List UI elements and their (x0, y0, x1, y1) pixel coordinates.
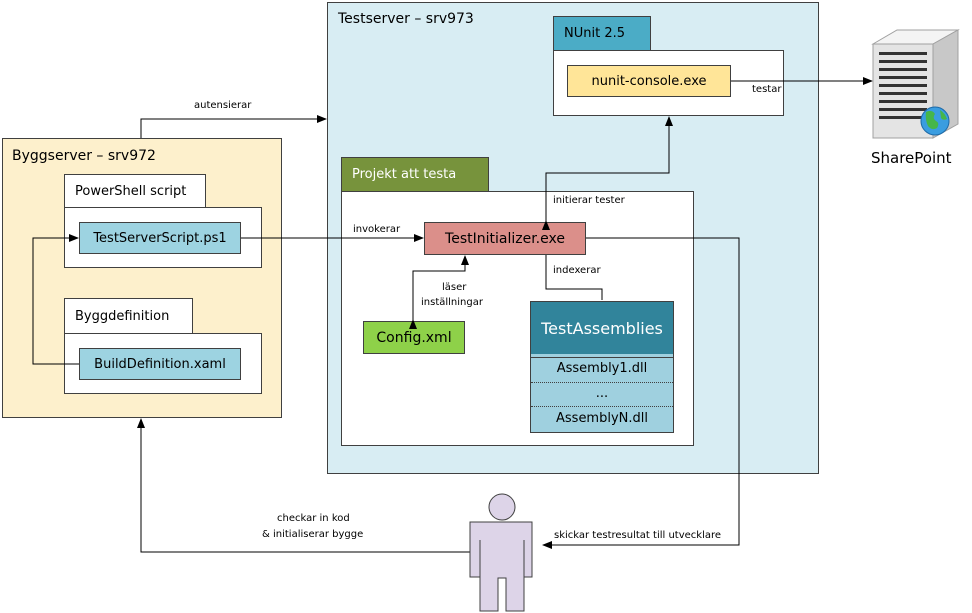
test-assemblies-table: TestAssemblies Assembly1.dll ... Assembl… (530, 301, 674, 433)
label-invokerar: invokerar (353, 224, 401, 235)
assembly-item: AssemblyN.dll (531, 406, 673, 430)
assembly-item: Assembly1.dll (531, 357, 673, 379)
test-initializer-exe: TestInitializer.exe (424, 222, 586, 255)
developer-person-icon (469, 493, 533, 612)
sharepoint-server-icon (871, 29, 960, 139)
test-server-script-file: TestServerScript.ps1 (79, 222, 241, 254)
label-skickar-testresultat: skickar testresultat till utvecklare (554, 530, 722, 541)
build-server-title: Byggserver – srv972 (12, 148, 156, 164)
nunit-console-exe: nunit-console.exe (567, 65, 731, 97)
test-server-title: Testserver – srv973 (338, 11, 474, 27)
send-results-connector (542, 237, 740, 549)
auth-connector (140, 115, 327, 138)
label-initierar-tester: initierar tester (553, 195, 625, 206)
build-definition-file: BuildDefinition.xaml (79, 348, 241, 380)
label-indexerar: indexerar (553, 265, 601, 276)
read-settings-connector (409, 255, 469, 329)
nunit-tab: NUnit 2.5 (553, 16, 651, 51)
assembly-item: ... (531, 382, 673, 404)
label-autentiserar: autensierar (194, 100, 252, 111)
index-connector (545, 255, 603, 300)
label-laser: läser (442, 282, 467, 293)
test-assemblies-header: TestAssemblies (531, 302, 673, 354)
label-checkar-in: checkar in kod (277, 513, 350, 524)
label-installningar: inställningar (421, 297, 483, 308)
sharepoint-label: SharePoint (871, 149, 952, 167)
label-testar: testar (752, 84, 782, 95)
checkin-connector (137, 418, 470, 553)
build-loop-connector (32, 234, 79, 365)
initiate-connector (542, 116, 673, 230)
label-initialiserar-bygge: & initialiserar bygge (262, 529, 364, 540)
